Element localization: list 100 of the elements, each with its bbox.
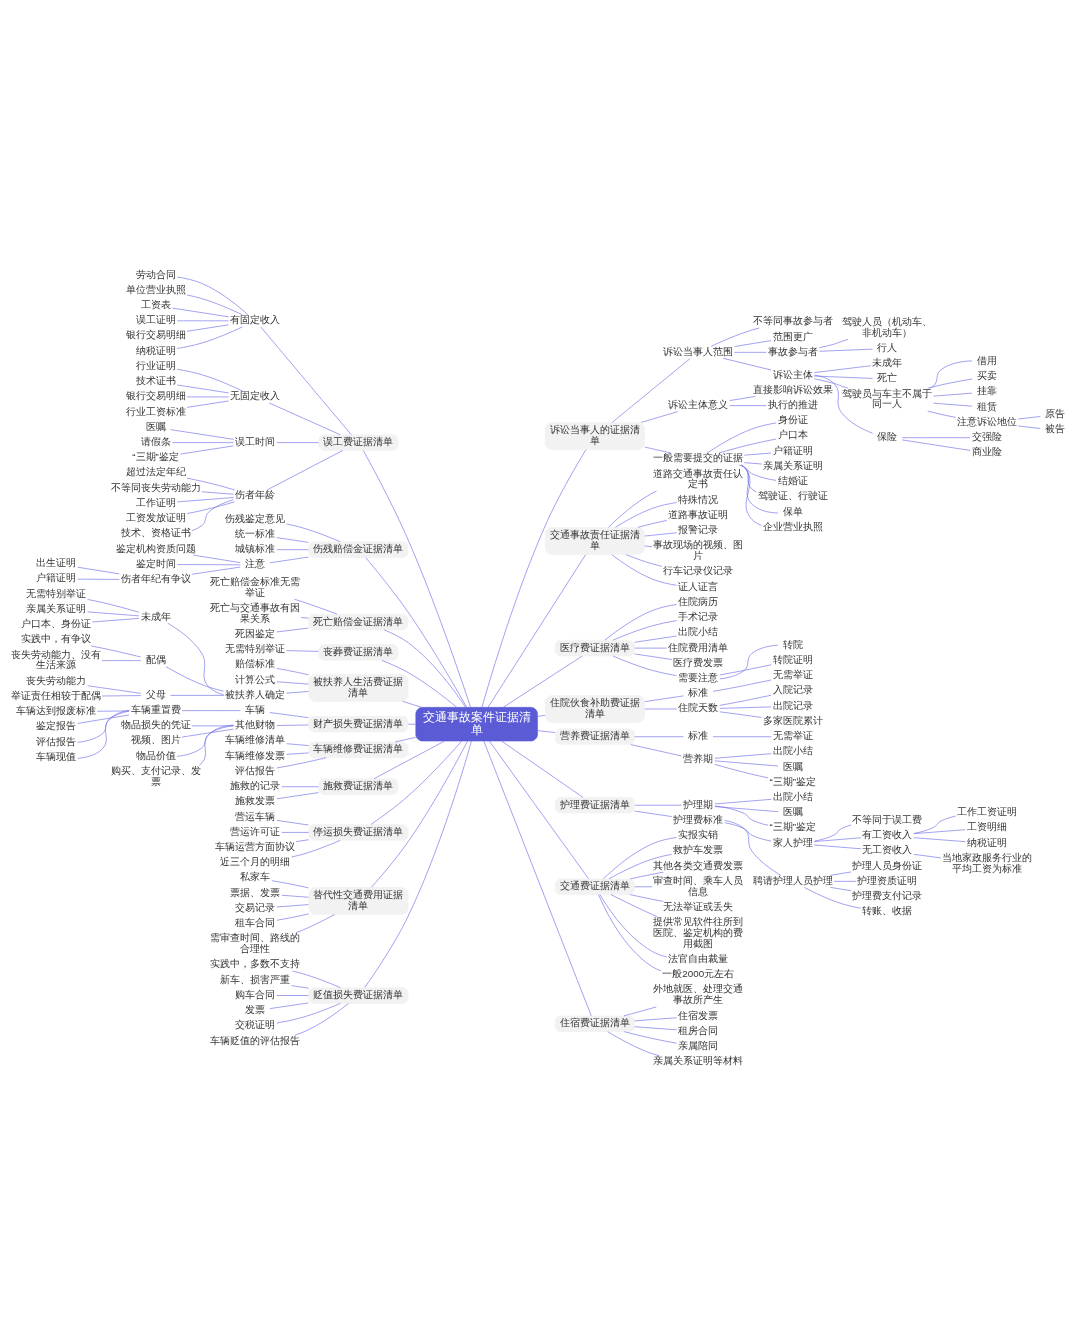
connector [901, 437, 971, 439]
node-text: 死亡与交通事故有因果关系 [210, 601, 301, 624]
connector [598, 894, 662, 972]
connector [734, 340, 772, 347]
node-text: 不等同于误工费 [852, 813, 923, 825]
connector [186, 294, 243, 316]
node-box: 停运损失费证据清单 [308, 824, 409, 841]
node-text: 评估报告 [235, 764, 276, 776]
node-text: 死亡赔偿金标准无需举证 [210, 575, 301, 598]
connector [712, 736, 772, 738]
node-text: 企业营业执照 [762, 520, 823, 532]
connector [599, 894, 668, 958]
node-text: 户口本 [777, 429, 808, 441]
connector [186, 400, 229, 408]
connector [276, 627, 309, 633]
connector [707, 422, 777, 454]
node-box: 交通事故案件证据清单 [415, 707, 538, 742]
node-text: 注意 [245, 558, 266, 570]
connector [176, 725, 234, 757]
connector [719, 706, 772, 709]
node-box: 贬值损失费证据清单 [308, 987, 409, 1004]
node-text: 丧失劳动能力 [26, 674, 87, 686]
connector [77, 710, 130, 743]
connector [286, 650, 319, 652]
node-text: 结婚证 [777, 475, 808, 487]
connector [644, 446, 672, 454]
connector [927, 378, 973, 389]
node-text: 车辆达到报废标准 [16, 705, 97, 717]
connector [724, 820, 782, 876]
connector [172, 307, 229, 318]
connector [814, 837, 862, 842]
connector [481, 449, 587, 708]
connector [92, 618, 140, 623]
node-text: 审查时间、乘车人员信息 [653, 874, 744, 897]
node-text: 统一标准 [235, 527, 276, 539]
connector [634, 804, 682, 806]
node-text: 住院天数 [678, 702, 719, 714]
connector [77, 578, 120, 580]
node-text: 无需举证 [772, 730, 813, 742]
connector [186, 324, 229, 332]
connector [77, 714, 130, 724]
connector [201, 491, 234, 495]
node-text: 有固定收入 [230, 314, 281, 326]
node-text: 住院病历 [678, 595, 719, 607]
connector [294, 1003, 349, 1036]
connector [176, 497, 234, 503]
node-text: 法官自由裁量 [668, 953, 729, 965]
connector [611, 358, 691, 423]
node-box: 住宿费证据清单 [554, 1015, 635, 1032]
connector [281, 786, 319, 788]
connector [363, 450, 471, 708]
node-text: 无需特别举证 [225, 643, 286, 655]
node-text: 交税证明 [235, 1019, 276, 1031]
connector [180, 445, 234, 455]
connector [634, 1026, 677, 1031]
node-box: 交通费证据清单 [554, 878, 635, 895]
node-text: 交易记录 [235, 901, 276, 913]
node-text: 误工证明 [135, 314, 176, 326]
connector [276, 442, 319, 443]
connector [933, 392, 973, 397]
connector [268, 402, 341, 435]
connector [77, 566, 120, 575]
node-text: 范围更广 [772, 330, 813, 342]
node-text: 护理期 [683, 798, 714, 810]
connector [644, 695, 684, 702]
node-box: 住院伙食补助费证据清单 [544, 695, 645, 723]
node-text: 行业工资标准 [125, 405, 186, 417]
connector [394, 737, 416, 743]
connector [634, 653, 673, 660]
connector [165, 666, 225, 692]
connector [740, 464, 757, 493]
node-text: 评估报告 [36, 735, 77, 747]
connector [383, 629, 466, 708]
node-text: 举证责任相较于配偶 [11, 689, 102, 701]
connector [199, 724, 234, 766]
node-box: 医疗费证据清单 [554, 639, 635, 657]
connector [176, 326, 243, 349]
node-text: 纳税证明 [966, 836, 1007, 848]
node-text: 伤者年纪有争议 [120, 573, 191, 584]
connector [408, 723, 416, 725]
node-text: 诉讼当事人范围 [663, 345, 734, 357]
node-text: 不等同丧失劳动能力 [110, 481, 201, 493]
connector [637, 520, 668, 528]
connector [615, 502, 678, 528]
connector [276, 820, 309, 826]
node-text: 诉讼主体意义 [668, 399, 729, 411]
connector [714, 753, 772, 759]
node-box: 财产损失费证据清单 [308, 716, 409, 733]
connector [489, 740, 589, 880]
connector [814, 374, 873, 434]
connector [271, 880, 309, 889]
node-text: 私家车 [240, 871, 271, 883]
connector [191, 499, 234, 532]
node-text: 证人证言 [678, 580, 719, 592]
node-text: 单位营业执照 [125, 283, 186, 295]
node-text: 标准 [688, 687, 709, 699]
node-text: 其他各类交通费发票 [653, 859, 744, 871]
node-text: 一般需要提交的证据 [653, 452, 744, 464]
node-text: 诉讼主体 [772, 368, 813, 380]
connector [260, 326, 352, 435]
